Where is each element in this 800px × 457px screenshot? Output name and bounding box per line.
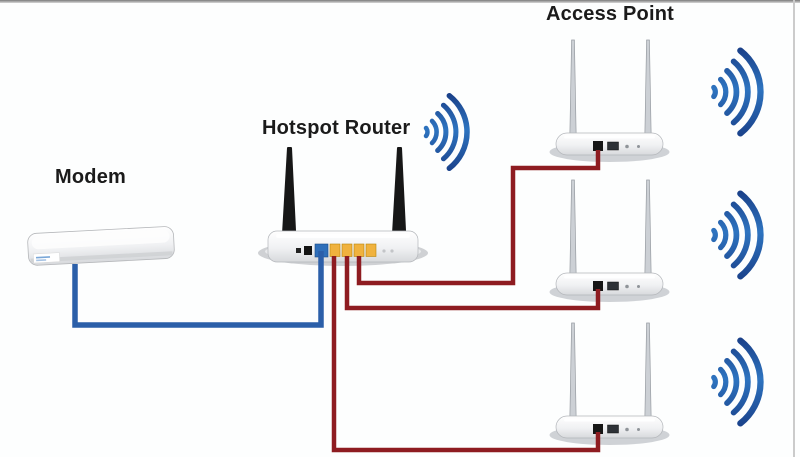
- router-button: [304, 246, 312, 255]
- wifi-signal-icon-ap3: [714, 341, 761, 424]
- wifi-signal-icon-ap2: [714, 194, 761, 277]
- router-led: [296, 248, 301, 253]
- hotspot-router-device: [258, 147, 428, 266]
- lan-cable-router-to-ap1: [356, 150, 601, 286]
- access-point-device-1: [549, 39, 670, 163]
- right-border: [793, 0, 795, 457]
- wifi-signal-icon-router: [426, 96, 467, 168]
- access-point-label: Access Point: [546, 3, 675, 25]
- hotspot-router-label: Hotspot Router: [262, 117, 411, 139]
- wan-cable-modem-to-router: [72, 251, 324, 328]
- access-point-device-2: [549, 179, 670, 303]
- lan-cable-router-to-ap3: [331, 256, 601, 453]
- wifi-signal-icon-ap1: [714, 51, 761, 134]
- modem-label: Modem: [55, 166, 126, 188]
- top-border: [0, 0, 800, 3]
- modem-device: [27, 226, 175, 266]
- access-point-device-3: [549, 322, 670, 446]
- lan-cable-router-to-ap2: [344, 256, 601, 311]
